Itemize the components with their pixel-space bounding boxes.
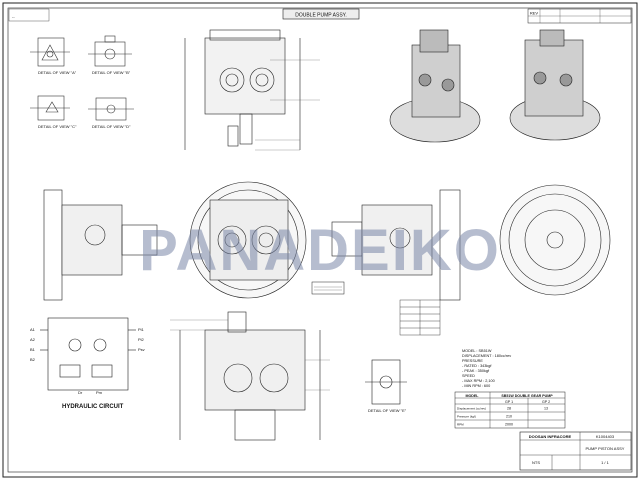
- pump-front-view: [189, 181, 307, 299]
- port-label-b1: B1: [30, 347, 36, 352]
- detail-view-e: [365, 359, 407, 405]
- port-label-dr: Dr: [78, 390, 83, 395]
- spec-table: MODEL SB51W DOUBLE GEAR PUMP GP 1 GP 2 D…: [454, 391, 566, 429]
- pump-top-view: [184, 29, 301, 150]
- nameplate: [311, 281, 345, 295]
- svg-text:SPEED: SPEED: [462, 374, 475, 378]
- svg-text:REV: REV: [530, 11, 539, 16]
- svg-text:Pressure (kgf): Pressure (kgf): [457, 415, 476, 419]
- connection-table: [399, 299, 441, 336]
- svg-text:13: 13: [544, 407, 548, 411]
- port-label-b2: B2: [30, 357, 36, 362]
- svg-text:- RATED : 343kgf: - RATED : 343kgf: [462, 364, 492, 368]
- pump-bottom-view: [179, 311, 321, 441]
- port-label-pm: Pm: [96, 390, 103, 395]
- top-view-callouts: [255, 59, 320, 151]
- svg-text:210: 210: [506, 415, 512, 419]
- svg-text:SB51W DOUBLE GEAR PUMP: SB51W DOUBLE GEAR PUMP: [501, 394, 553, 398]
- detail-label-a: DETAIL OF VIEW "A": [38, 70, 77, 75]
- svg-text:DOUBLE PUMP ASSY.: DOUBLE PUMP ASSY.: [295, 13, 347, 19]
- pump-rear-view: [499, 184, 611, 296]
- detail-view-a: [30, 37, 70, 67]
- hydraulic-circuit-diagram: [40, 317, 136, 391]
- title-block-scale: NTS: [532, 460, 540, 465]
- port-label-psv: Psv: [138, 347, 145, 352]
- svg-text:MODEL: MODEL: [466, 394, 480, 398]
- detail-label-d: DETAIL OF VIEW "D": [92, 124, 131, 129]
- bottom-view-callouts: [170, 319, 330, 391]
- header-left-ref: --: [8, 8, 50, 22]
- svg-text:GP 1: GP 1: [505, 400, 513, 404]
- revision-block: REV: [527, 8, 632, 24]
- port-label-a1: A1: [30, 327, 36, 332]
- svg-text:MODEL : SB51W: MODEL : SB51W: [462, 349, 492, 353]
- spec-list: MODEL : SB51W DISPLACEMENT : 180cc/rev P…: [462, 349, 511, 388]
- title-block-company: DOOSAN INFRACORE: [529, 434, 572, 439]
- svg-text:- PEAK : 350kgf: - PEAK : 350kgf: [462, 369, 490, 373]
- header-title-box: DOUBLE PUMP ASSY.: [282, 8, 360, 20]
- watermark-text: PANADEIKO: [139, 218, 501, 283]
- detail-label-e: DETAIL OF VIEW "E": [368, 408, 407, 413]
- title-block-sheet: 1 / 1: [601, 460, 610, 465]
- svg-text:- MAX RPM : 2,100: - MAX RPM : 2,100: [462, 379, 495, 383]
- detail-view-d: [88, 97, 134, 121]
- pump-side-view-right: [331, 189, 461, 301]
- svg-text:28: 28: [507, 407, 511, 411]
- detail-view-c: [30, 95, 70, 121]
- title-block-title: PUMP PISTON ASSY: [586, 446, 625, 451]
- title-block: DOOSAN INFRACORE K1004403 PUMP PISTON AS…: [519, 431, 632, 471]
- svg-text:DISPLACEMENT : 180cc/rev: DISPLACEMENT : 180cc/rev: [462, 354, 511, 358]
- svg-text:2000: 2000: [505, 423, 513, 427]
- detail-label-b: DETAIL OF VIEW "B": [92, 70, 131, 75]
- port-label-pi1: Pi1: [138, 327, 145, 332]
- pump-isometric-right: [509, 29, 601, 141]
- svg-text:--: --: [12, 14, 15, 19]
- port-label-a2: A2: [30, 337, 36, 342]
- pump-isometric-left: [389, 29, 481, 143]
- svg-text:GP 2: GP 2: [542, 400, 550, 404]
- hydraulic-circuit-title: HYDRAULIC CIRCUIT: [62, 404, 124, 410]
- title-block-drawing-no: K1004403: [596, 434, 615, 439]
- port-label-pi2: Pi2: [138, 337, 145, 342]
- svg-text:PRESSURE: PRESSURE: [462, 359, 483, 363]
- detail-view-b: [88, 35, 132, 67]
- svg-text:Displacement (cc/rev): Displacement (cc/rev): [457, 407, 486, 411]
- svg-text:- MIN RPM : 600: - MIN RPM : 600: [462, 384, 490, 388]
- detail-label-c: DETAIL OF VIEW "C": [38, 124, 77, 129]
- svg-text:RPM: RPM: [457, 423, 464, 427]
- pump-side-view-left: [43, 189, 158, 301]
